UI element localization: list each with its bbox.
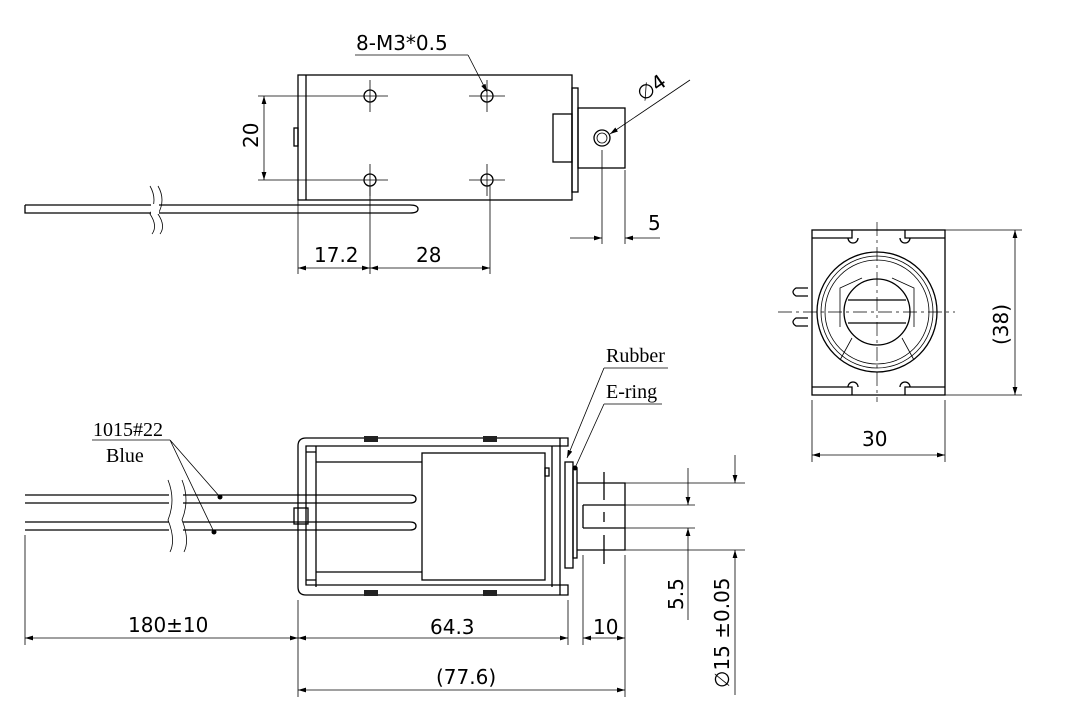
dim-total-label: (77.6)	[436, 665, 496, 689]
plunger-hole	[593, 129, 611, 147]
dim-stroke-label: 10	[593, 615, 618, 639]
dim-slot-label: 5.5	[664, 578, 688, 610]
rubber-washer	[564, 461, 574, 569]
dim-hole-pos-label: 5	[648, 211, 661, 235]
dim-height-label: 20	[239, 123, 263, 148]
lead-wires	[25, 494, 417, 531]
rubber-label: Rubber	[606, 345, 665, 367]
dim-end-width-label: 30	[862, 427, 887, 451]
flange	[571, 87, 579, 193]
hole-diameter-label: ∅4	[632, 69, 670, 106]
end-view: (38) 30	[778, 222, 1022, 462]
plunger	[577, 107, 626, 169]
wire-spec-label: 1015#22	[93, 419, 163, 441]
thread-label: 8-M3*0.5	[356, 31, 448, 55]
dim-spacing-label: 28	[416, 243, 441, 267]
top-view: 20 17.2 28 5 8-M3*0.5 ∅4	[24, 31, 691, 274]
end-body	[811, 229, 946, 396]
wire-color-label: Blue	[106, 445, 144, 467]
mount-holes	[352, 80, 505, 196]
solenoid-body	[297, 74, 573, 201]
lead-wire	[24, 204, 419, 214]
side-view: 1015#22 Blue Rubber E-ring 180±10 64.3 1…	[24, 345, 745, 697]
frame	[297, 437, 569, 596]
dim-plunger-dia-label: ∅15 ±0.05	[710, 577, 734, 688]
dim-end-height-label: (38)	[989, 304, 1013, 345]
coil-marks	[364, 436, 497, 596]
dim-body-length-label: 64.3	[430, 615, 475, 639]
ering-label: E-ring	[606, 381, 657, 403]
core	[421, 452, 546, 581]
dim-wire-length-label: 180±10	[128, 613, 208, 637]
dim-offset-label: 17.2	[314, 243, 359, 267]
